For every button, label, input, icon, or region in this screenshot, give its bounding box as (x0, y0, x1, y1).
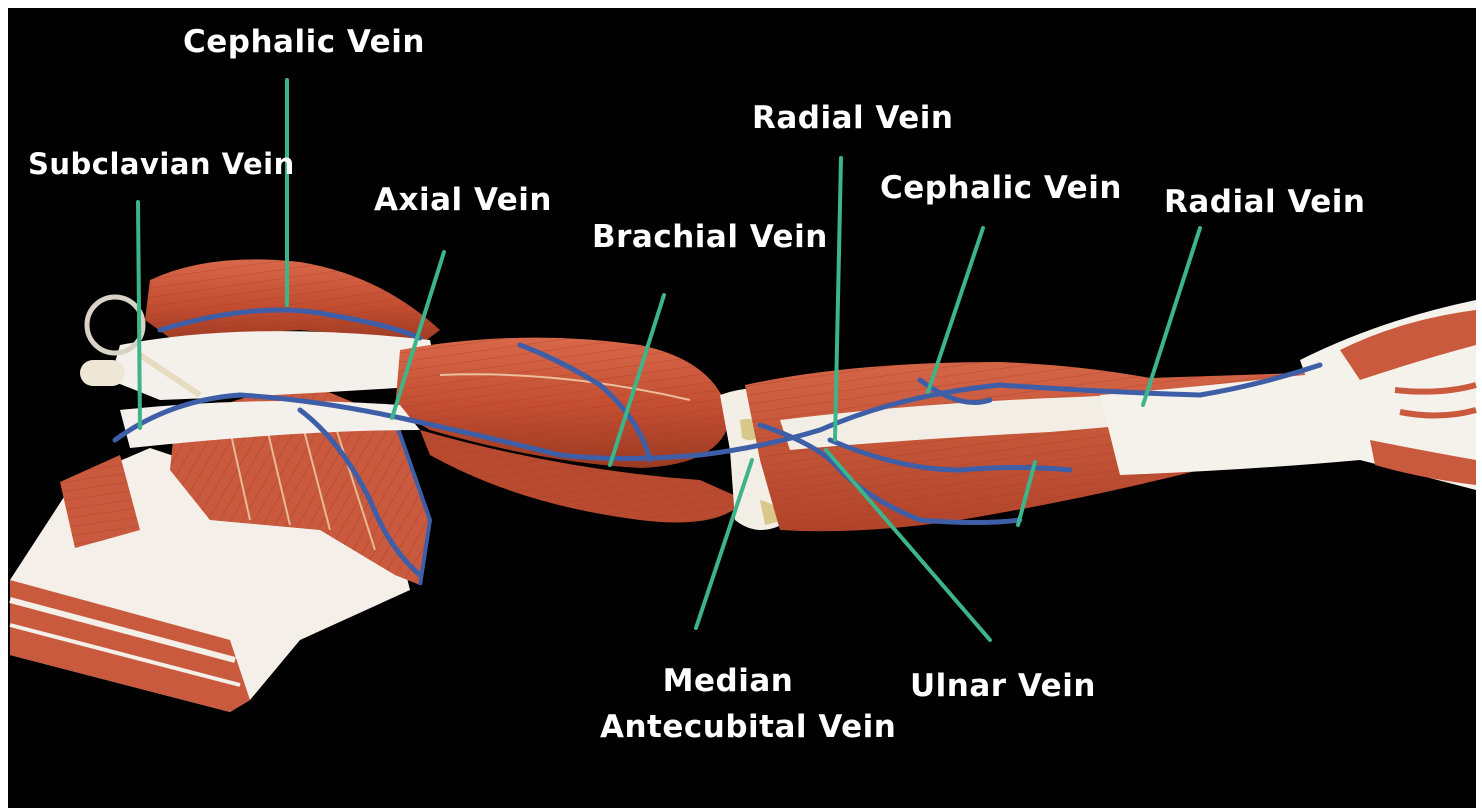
label-brachial-vein: Brachial Vein (592, 215, 828, 259)
label-radial-vein-center: Radial Vein (752, 96, 953, 140)
label-ulnar-vein: Ulnar Vein (910, 664, 1096, 708)
label-axial-vein: Axial Vein (374, 178, 552, 222)
label-radial-vein-right: Radial Vein (1164, 180, 1365, 224)
label-cephalic-vein-top: Cephalic Vein (183, 20, 425, 64)
leader-subclavian (138, 202, 140, 428)
label-subclavian-vein: Subclavian Vein (28, 142, 295, 186)
label-median-line2: Antecubital Vein (600, 704, 856, 750)
label-median-line1: Median (600, 658, 856, 704)
label-cephalic-vein-forearm: Cephalic Vein (880, 166, 1122, 210)
label-median-antecubital-vein: Median Antecubital Vein (600, 658, 856, 750)
